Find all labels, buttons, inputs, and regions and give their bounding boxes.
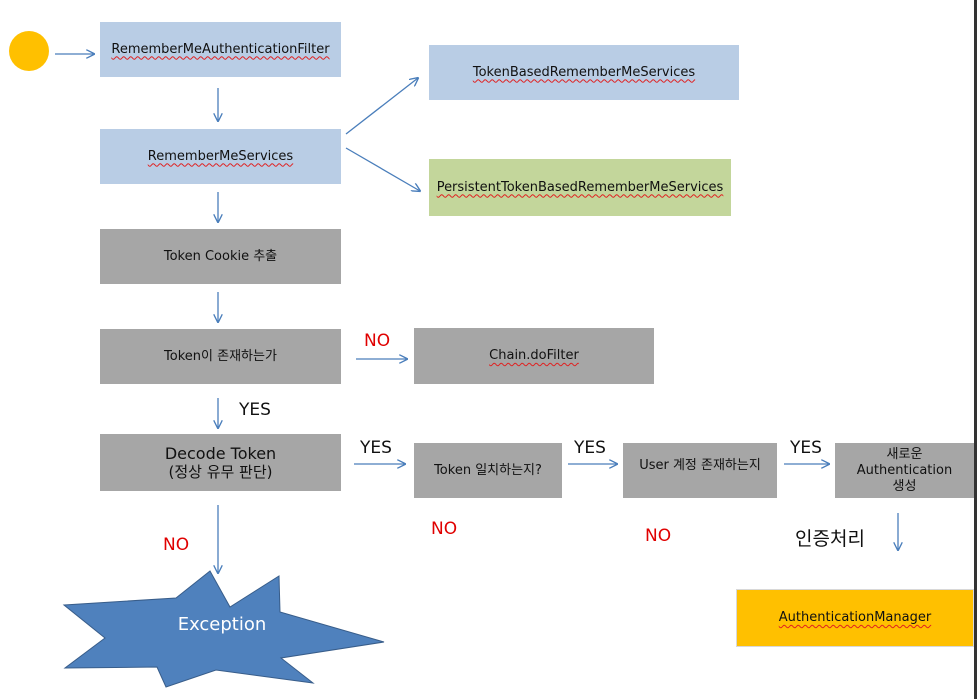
node-new-authentication-line2: Authentication [856,462,953,478]
node-token-based-services: TokenBasedRememberMeServices [429,45,739,100]
label-no-chain: NO [364,331,391,351]
label-no-exception: NO [163,535,190,555]
arrow-services-to-tokenbased [345,78,418,135]
exception-starburst [62,570,385,688]
node-token-exists-label: Token이 존재하는가 [164,348,277,364]
arrow-services-to-persistent [345,147,420,191]
node-authentication-manager: AuthenticationManager [736,589,974,647]
node-chain-dofilter-label: Chain.doFilter [489,348,579,363]
label-yes-decode: YES [239,400,271,420]
label-no-match: NO [431,519,458,539]
node-remember-me-filter: RememberMeAuthenticationFilter [100,22,341,77]
node-user-exists-label: User 계정 존재하는지 [639,458,761,473]
node-extract-token-cookie-label: Token Cookie 추출 [163,248,278,264]
label-no-user: NO [645,526,672,546]
node-chain-dofilter: Chain.doFilter [414,328,654,384]
node-remember-me-services-label: RememberMeServices [147,148,294,164]
node-remember-me-services: RememberMeServices [100,129,341,184]
node-decode-token: Decode Token (정상 유무 판단) [100,434,341,491]
node-exception: Exception [168,611,276,639]
node-remember-me-filter-label: RememberMeAuthenticationFilter [111,41,330,57]
node-token-exists: Token이 존재하는가 [100,329,341,384]
start-circle-icon [9,31,49,71]
node-persistent-services-label: PersistentTokenBasedRememberMeServices [436,179,724,195]
node-token-based-services-label: TokenBasedRememberMeServices [472,64,696,80]
node-decode-token-line2: (정상 유무 판단) [168,462,273,481]
node-exception-label: Exception [177,614,267,635]
node-user-exists: User 계정 존재하는지 [623,443,777,498]
label-yes-match: YES [360,438,392,458]
node-extract-token-cookie: Token Cookie 추출 [100,229,341,284]
node-token-match: Token 일치하는지? [414,443,562,498]
label-yes-new: YES [790,438,822,458]
node-new-authentication-line3: 생성 [892,478,917,494]
node-persistent-services: PersistentTokenBasedRememberMeServices [429,159,731,216]
node-new-authentication: 새로운 Authentication 생성 [835,443,974,498]
node-authentication-manager-label: AuthenticationManager [778,610,932,625]
node-decode-token-line1: Decode Token [164,443,277,463]
right-border [974,0,977,699]
label-yes-user: YES [574,438,606,458]
node-token-match-label: Token 일치하는지? [434,462,542,478]
node-new-authentication-line1: 새로운 [886,446,923,462]
label-auth-process: 인증처리 [795,528,865,550]
